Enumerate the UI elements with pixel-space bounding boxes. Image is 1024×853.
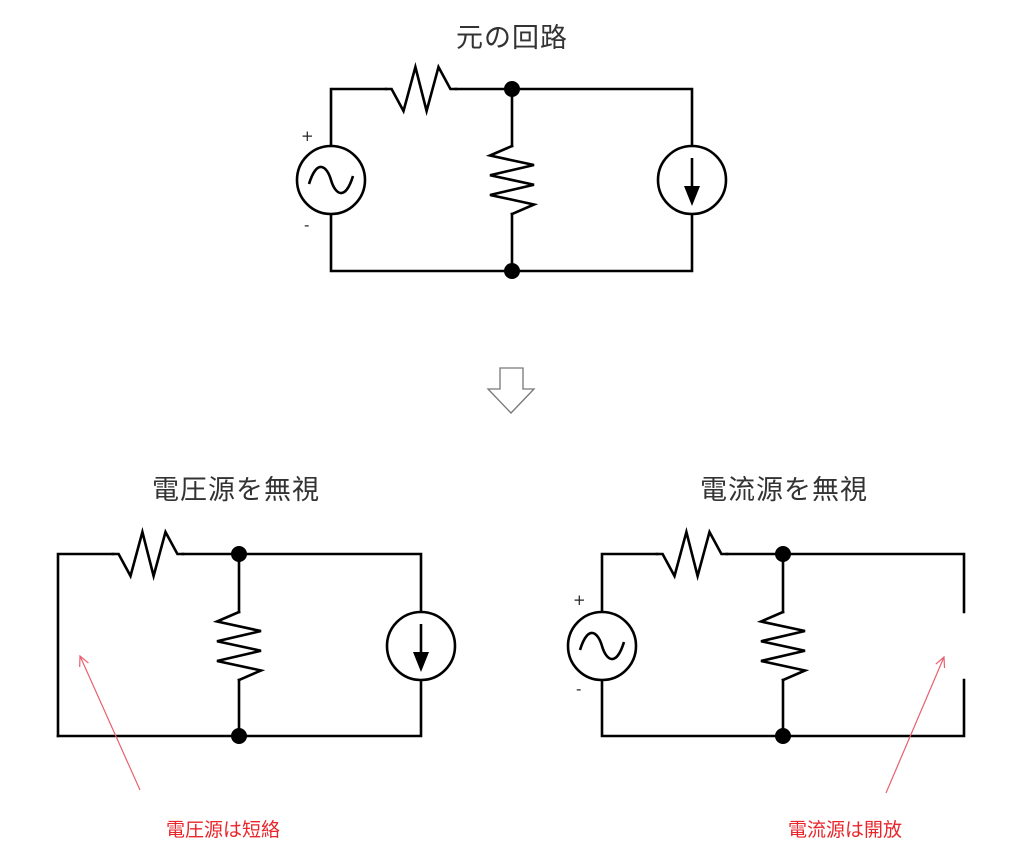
right-source-plus-label: + [573, 591, 586, 609]
ignore-current-source-title: 電流源を無視 [700, 475, 868, 506]
left-annotation-arrow [79, 655, 141, 791]
top-shunt-resistor [485, 144, 539, 216]
right-node-lower [775, 728, 791, 744]
top-node-upper [504, 81, 520, 97]
top-source-minus-label: - [304, 216, 310, 234]
top-current-source-arrow-head-icon [684, 186, 700, 206]
short-circuit-annotation: 電圧源は短絡 [165, 819, 281, 841]
left-wire-top-right [181, 552, 423, 614]
top-ac-voltage-source-sine-icon [307, 165, 355, 195]
down-arrow-icon [486, 367, 536, 414]
open-circuit-annotation: 電流源は開放 [787, 819, 903, 841]
right-source-minus-label: - [576, 680, 582, 698]
right-node-upper [775, 546, 791, 562]
top-node-lower [504, 263, 520, 279]
left-node-lower [231, 728, 247, 744]
right-open-circuit-upper [725, 552, 966, 614]
right-annotation-arrow [885, 656, 945, 794]
right-annotation-arrow-head-icon [935, 655, 946, 669]
left-current-source-arrow-head-icon [413, 652, 429, 672]
left-wire-bottom [56, 678, 423, 738]
top-source-plus-label: + [301, 127, 314, 145]
left-shunt-resistor [212, 610, 266, 682]
right-shunt-resistor [756, 610, 810, 682]
right-ac-voltage-source-sine-icon [578, 631, 626, 661]
original-circuit-title: 元の回路 [456, 23, 568, 54]
top-wire-top-right [454, 87, 694, 148]
left-short-circuit-wire [56, 552, 115, 738]
top-wire-left-upper [329, 87, 388, 148]
ignore-voltage-source-title: 電圧源を無視 [152, 475, 320, 506]
right-wire-left-upper [600, 552, 659, 614]
right-series-resistor [655, 526, 729, 582]
left-node-upper [231, 546, 247, 562]
left-annotation-arrow-head-icon [79, 654, 89, 668]
top-series-resistor [384, 61, 458, 117]
left-series-resistor [111, 526, 185, 582]
